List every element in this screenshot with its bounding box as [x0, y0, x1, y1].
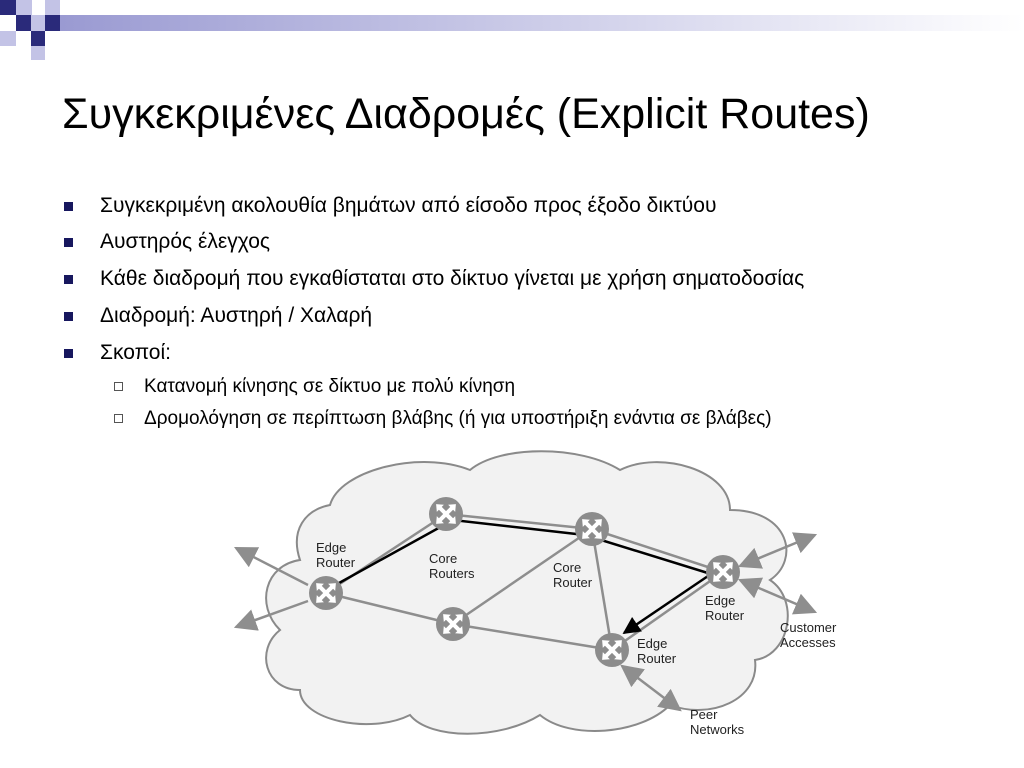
hollow-square-bullet-icon [114, 414, 123, 423]
slide-title: Συγκεκριμένες Διαδρομές (Explicit Routes… [62, 90, 870, 138]
label-customer-accesses: Customer Accesses [780, 620, 840, 650]
label-core-routers: Core Routers [429, 551, 475, 581]
corner-decoration [0, 0, 1024, 60]
bullet-text: Κάθε διαδρομή που εγκαθίσταται στο δίκτυ… [100, 267, 805, 290]
square-bullet-icon [64, 312, 73, 321]
network-links [325, 512, 724, 652]
bullet-text: Διαδρομή: Αυστηρή / Χαλαρή [100, 304, 373, 327]
square-bullet-icon [64, 349, 73, 358]
external-arrows [233, 532, 818, 712]
square-bullet-icon [64, 202, 73, 211]
label-peer-networks: Peer Networks [690, 707, 745, 737]
label-edge-router-right: Edge Router [705, 593, 745, 623]
network-cloud [265, 450, 789, 735]
square-bullet-icon [64, 238, 73, 247]
bullet-text: Αυστηρός έλεγχος [100, 230, 270, 253]
sub-bullet-text: Δρομολόγηση σε περίπτωση βλάβης (ή για υ… [144, 408, 772, 429]
label-edge-router-bottom: Edge Router [637, 636, 677, 666]
label-core-router: Core Router [553, 560, 593, 590]
hollow-square-bullet-icon [114, 382, 123, 391]
bullet-text: Συγκεκριμένη ακολουθία βημάτων από είσοδ… [100, 194, 717, 217]
sub-bullet-text: Κατανομή κίνησης σε δίκτυο με πολύ κίνησ… [144, 376, 516, 397]
explicit-route-path [329, 518, 712, 635]
header-gradient-bar [60, 15, 1024, 31]
label-edge-router-left: Edge Router [316, 540, 356, 570]
square-bullet-icon [64, 275, 73, 284]
bullet-text: Σκοποί: [100, 341, 171, 364]
